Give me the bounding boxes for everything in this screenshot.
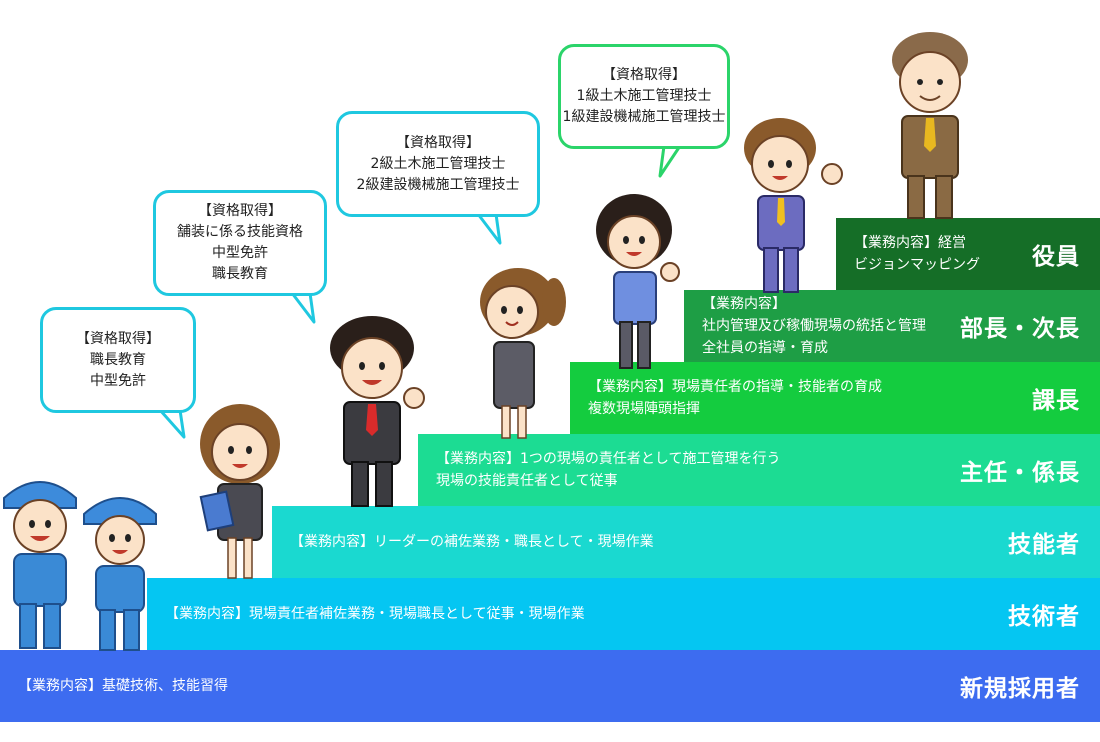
step-desc: 【業務内容】 社内管理及び稼働現場の統括と管理 全社員の指導・育成 [702,296,926,356]
bubble-tail [658,144,682,178]
step-desc: 【業務内容】現場責任者補佐業務・現場職長として従事・現場作業 [165,606,585,622]
bubble-tail [290,291,316,324]
step-title: 新規採用者 [960,676,1080,702]
department-manager-man-illustration [744,118,843,293]
qualification-bubble: 【資格取得】 2級土木施工管理技士 2級建設機械施工管理技士 [336,111,540,217]
engineer-woman-illustration [199,404,280,579]
step-title: 役員 [1032,244,1080,270]
step-chief: 【業務内容】1つの現場の責任者として施工管理を行う 現場の技能責任者として従事 … [418,434,1100,506]
step-desc: 【業務内容】1つの現場の責任者として施工管理を行う 現場の技能責任者として従事 [436,451,781,489]
qualification-bubble: 【資格取得】 1級土木施工管理技士 1級建設機械施工管理技士 [558,44,730,149]
chief-woman-illustration [480,268,566,439]
new-hire-worker-illustration [83,497,157,651]
step-title: 部長・次長 [960,316,1080,342]
step-new-hire: 【業務内容】基礎技術、技能習得 新規採用者 [0,650,1100,722]
qualification-bubble: 【資格取得】 舗装に係る技能資格 中型免許 職長教育 [153,190,327,296]
bubble-tail [158,408,186,439]
step-desc: 【業務内容】リーダーの補佐業務・職長として・現場作業 [290,534,654,550]
step-technician: 【業務内容】リーダーの補佐業務・職長として・現場作業 技能者 [272,506,1100,578]
bubble-tail [476,212,502,245]
step-title: 課長 [1032,388,1080,414]
technician-man-illustration [330,316,425,507]
section-manager-woman-illustration [596,194,680,369]
new-hire-worker-illustration [3,481,77,649]
step-desc: 【業務内容】基礎技術、技能習得 [18,678,228,694]
step-section-manager: 【業務内容】現場責任者の指導・技能者の育成 複数現場陣頭指揮 課長 [570,362,1100,434]
step-executive: 【業務内容】経営 ビジョンマッピング 役員 [836,218,1100,290]
step-title: 技術者 [1008,604,1080,630]
step-department-manager: 【業務内容】 社内管理及び稼働現場の統括と管理 全社員の指導・育成 部長・次長 [684,290,1100,362]
step-engineer: 【業務内容】現場責任者補佐業務・現場職長として従事・現場作業 技術者 [147,578,1100,650]
step-desc: 【業務内容】経営 ビジョンマッピング [854,235,980,273]
executive-man-illustration [892,32,968,219]
step-desc: 【業務内容】現場責任者の指導・技能者の育成 複数現場陣頭指揮 [588,379,882,417]
step-title: 主任・係長 [960,460,1080,486]
step-title: 技能者 [1008,532,1080,558]
qualification-bubble: 【資格取得】 職長教育 中型免許 [40,307,196,413]
